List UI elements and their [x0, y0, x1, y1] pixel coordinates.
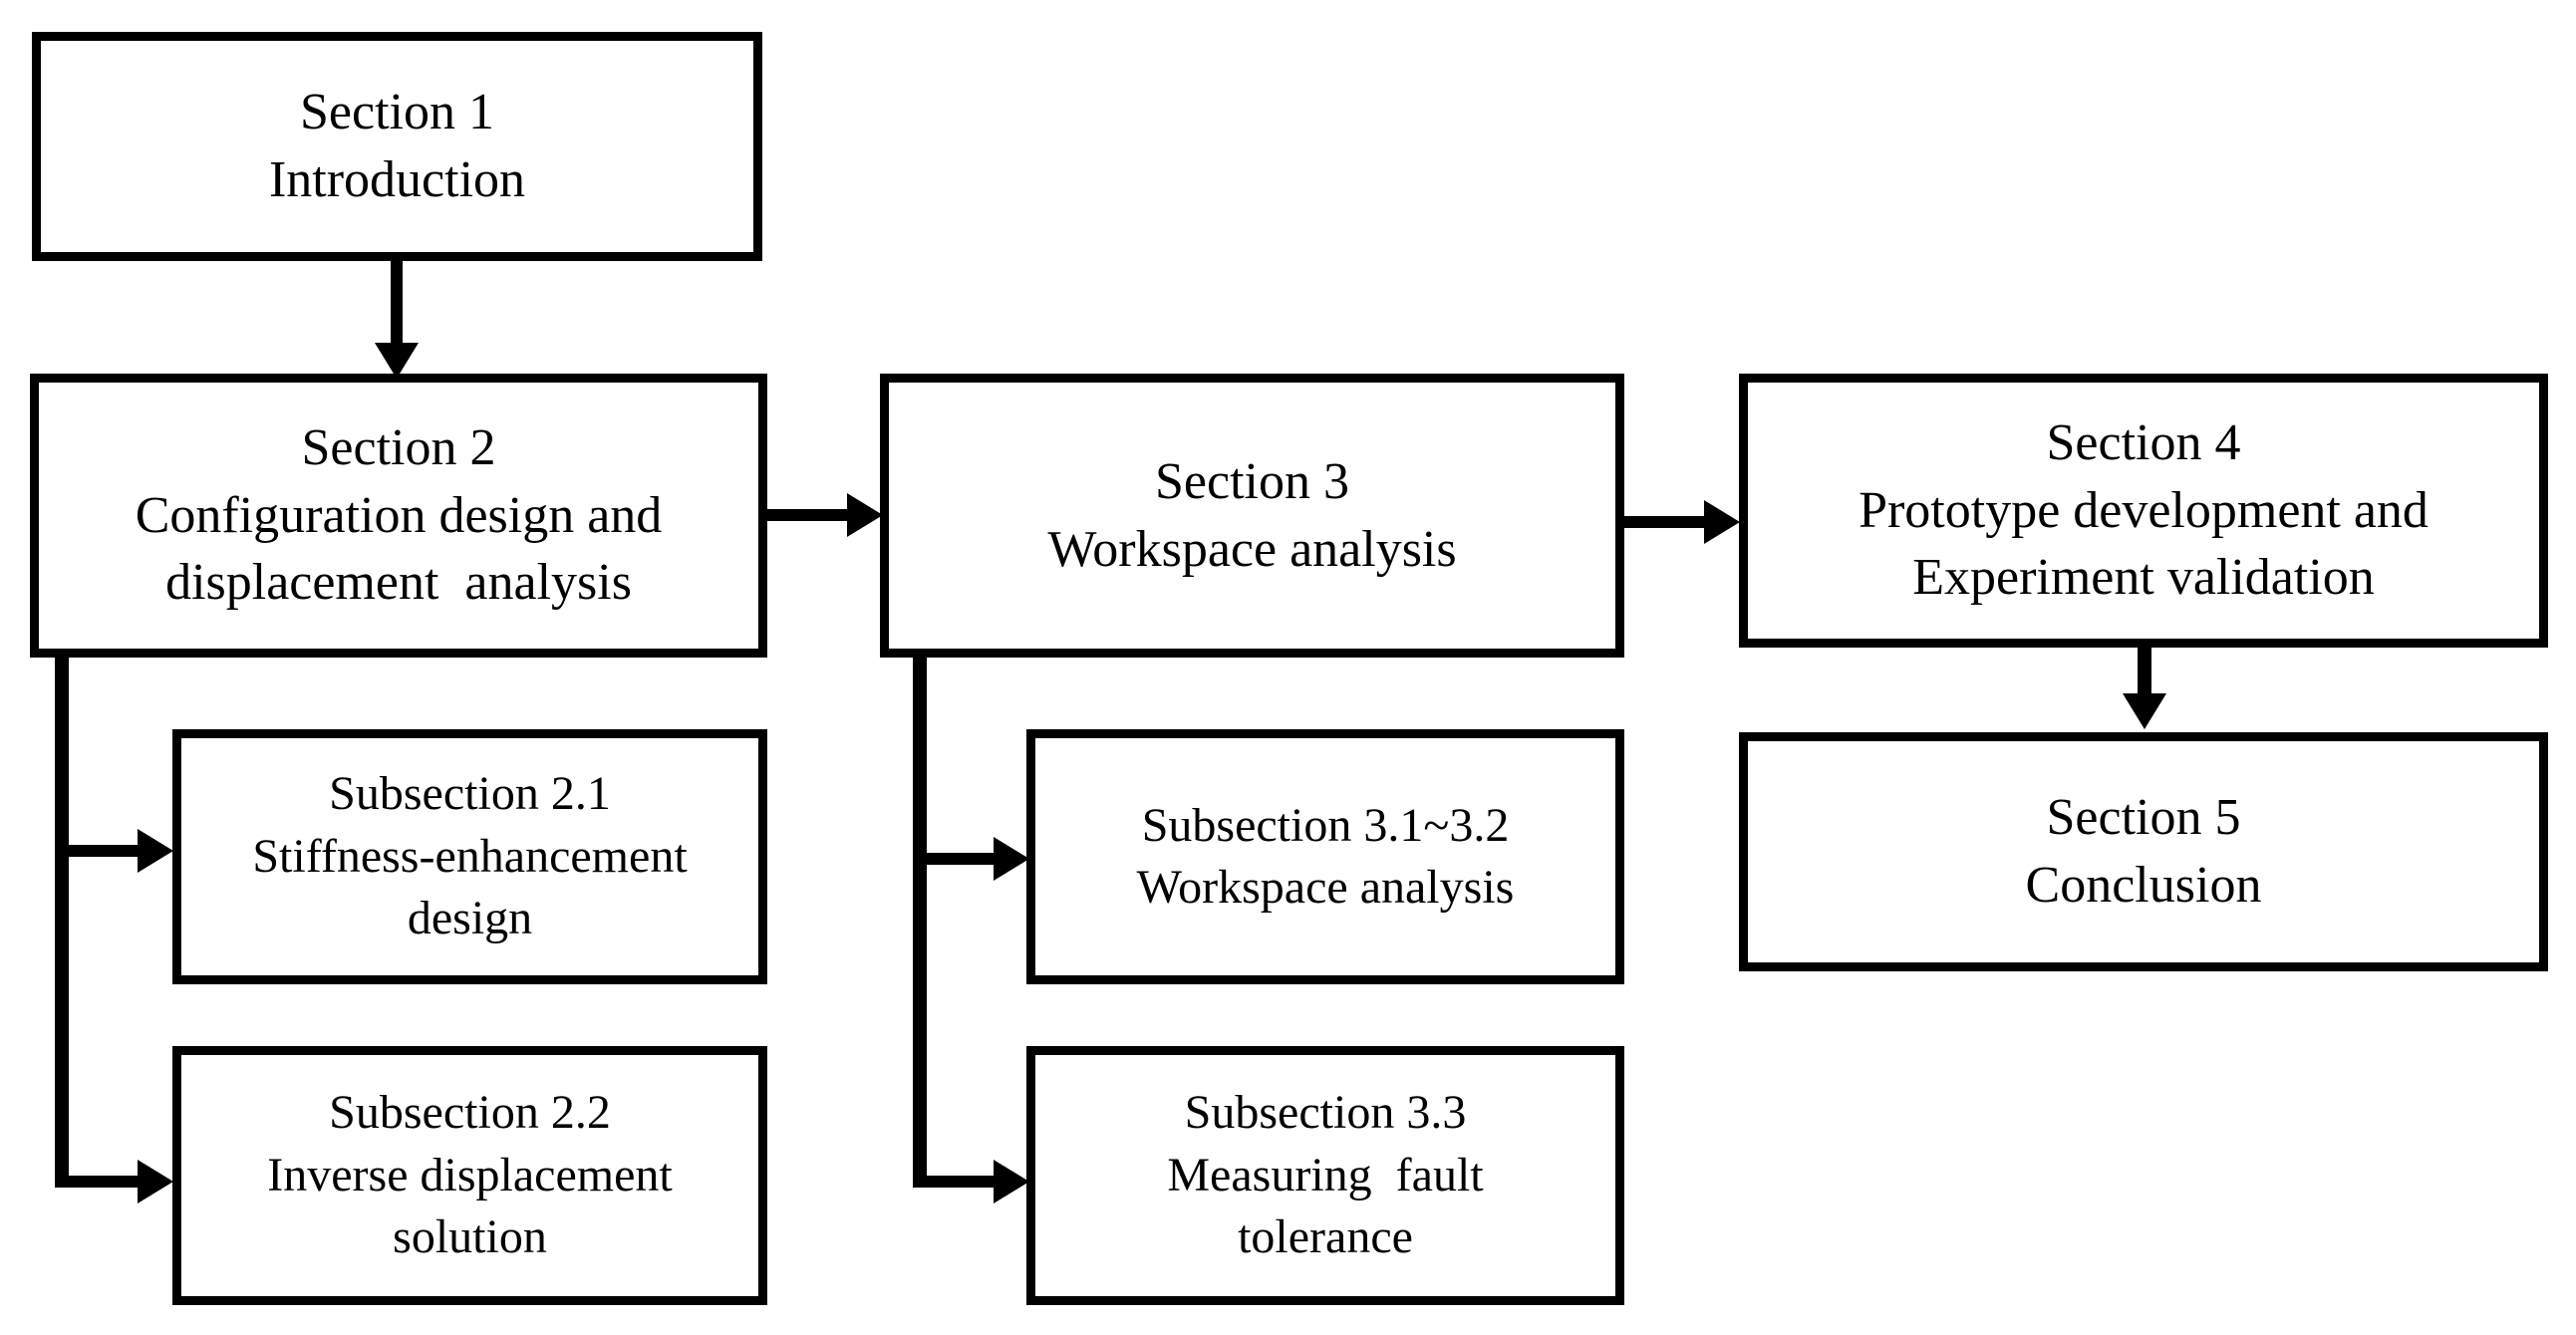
node-subsection-2-2-line-3: solution	[393, 1210, 547, 1264]
node-subsection-2-1-line-2: Stiffness-enhancement	[252, 829, 688, 883]
node-subsection-2-1-line-3: design	[407, 892, 533, 945]
edge-section2-to-section3-arrowhead	[847, 493, 883, 537]
node-subsection-2-1[interactable]: Subsection 2.1 Stiffness-enhancement des…	[172, 729, 767, 984]
node-subsection-3-3[interactable]: Subsection 3.3 Measuring fault tolerance	[1026, 1046, 1624, 1305]
node-section-1-line-1: Section 1	[300, 84, 494, 141]
node-section-2-line-1: Section 2	[301, 419, 496, 477]
node-section-3[interactable]: Section 3 Workspace analysis	[880, 374, 1624, 658]
node-section-4-line-2: Prototype development and	[1859, 481, 2429, 539]
edge-section3-to-section4-arrowhead	[1704, 500, 1740, 544]
node-section-2-line-3: displacement analysis	[165, 554, 632, 612]
edge-section2-to-sub21-line	[55, 845, 146, 857]
node-subsection-2-1-line-1: Subsection 2.1	[329, 767, 611, 821]
node-subsection-2-2[interactable]: Subsection 2.2 Inverse displacement solu…	[172, 1046, 767, 1305]
edge-section2-to-sub21-arrowhead	[138, 829, 173, 873]
edge-section1-to-section2-arrowhead	[375, 343, 419, 379]
node-subsection-3-1-3-2[interactable]: Subsection 3.1~3.2 Workspace analysis	[1026, 729, 1624, 984]
node-section-1-line-2: Introduction	[268, 151, 526, 208]
node-subsection-2-2-line-2: Inverse displacement	[267, 1148, 673, 1202]
node-section-5-line-2: Conclusion	[2025, 857, 2262, 914]
node-section-4[interactable]: Section 4 Prototype development and Expe…	[1739, 374, 2548, 648]
node-section-4-line-3: Experiment validation	[1912, 549, 2375, 607]
edge-section3-to-section4-line	[1622, 516, 1712, 528]
node-section-5-line-1: Section 5	[2046, 789, 2241, 847]
node-subsection-3-3-line-3: tolerance	[1238, 1210, 1413, 1264]
edge-section2-branch-trunk	[55, 650, 69, 1188]
node-section-4-line-1: Section 4	[2046, 414, 2241, 472]
edge-section3-branch-trunk	[913, 650, 927, 1188]
edge-section3-to-sub31-arrowhead	[994, 837, 1029, 881]
edge-section4-to-section5-line	[2138, 644, 2151, 698]
edge-section3-to-sub31-line	[913, 853, 1002, 865]
node-subsection-3-1-3-2-line-1: Subsection 3.1~3.2	[1141, 798, 1510, 852]
edge-section3-to-sub33-line	[913, 1176, 1002, 1188]
edge-section3-to-sub33-arrowhead	[994, 1160, 1029, 1203]
edge-section4-to-section5-arrowhead	[2123, 693, 2166, 729]
node-subsection-2-2-line-1: Subsection 2.2	[329, 1086, 611, 1140]
node-section-3-line-2: Workspace analysis	[1047, 520, 1457, 578]
node-subsection-3-1-3-2-line-2: Workspace analysis	[1136, 861, 1515, 914]
node-section-1[interactable]: Section 1 Introduction	[32, 32, 762, 261]
node-subsection-3-3-line-2: Measuring fault	[1167, 1148, 1484, 1202]
node-section-2-line-2: Configuration design and	[135, 486, 663, 544]
node-section-2[interactable]: Section 2 Configuration design and displ…	[30, 374, 767, 658]
node-section-5[interactable]: Section 5 Conclusion	[1739, 732, 2548, 971]
edge-section2-to-sub22-line	[55, 1176, 146, 1188]
node-subsection-3-3-line-1: Subsection 3.3	[1184, 1086, 1467, 1140]
node-section-3-line-1: Section 3	[1155, 452, 1349, 510]
edge-section2-to-sub22-arrowhead	[138, 1160, 173, 1203]
edge-section2-to-section3-line	[765, 509, 857, 521]
edge-section1-to-section2-line	[391, 257, 403, 349]
